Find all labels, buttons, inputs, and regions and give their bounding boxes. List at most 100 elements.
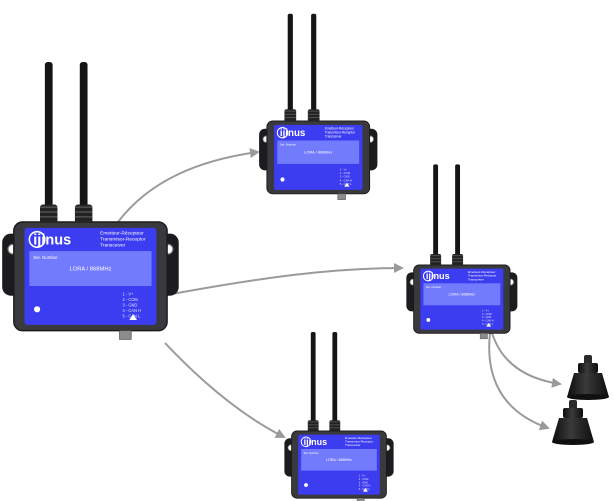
- port-label: 1 - V+: [482, 308, 489, 312]
- link-arrow-sensor-1: [491, 332, 562, 388]
- antenna-thread: [74, 211, 93, 213]
- device-main: ijinus Emetteur-RécepteurTransmisor-Recep…: [2, 61, 179, 340]
- product-line: Transceiver: [100, 242, 126, 248]
- port-label: 1 - V+: [359, 475, 366, 478]
- sensor-cap: [569, 400, 577, 410]
- product-line: Transceiver: [468, 277, 484, 281]
- antenna-thread: [284, 117, 297, 119]
- port-label: 3 - GND: [359, 481, 368, 484]
- antenna-base-icon: [284, 109, 297, 124]
- antenna-base-icon: [74, 204, 93, 226]
- port-label: 2 - COM: [340, 171, 351, 175]
- sensor-face: [567, 394, 609, 400]
- frequency-label: LORA / 868MHz: [69, 267, 111, 273]
- port-label: 5 - CAN L: [482, 322, 494, 326]
- frequency-label: LORA / 868MHz: [326, 458, 352, 462]
- antenna-thread: [284, 113, 297, 115]
- cable-gland-icon: [337, 193, 346, 200]
- product-line: Emetteur-Récepteur: [345, 436, 372, 440]
- antenna-thread: [307, 110, 320, 112]
- antenna-thread: [307, 421, 319, 423]
- port-label: 4 - CAN H: [482, 319, 494, 323]
- brand-logo: ijinus: [280, 128, 306, 139]
- antenna-icon: [433, 164, 439, 256]
- serial-number-label: Ser. Number: [33, 255, 58, 260]
- sensor-neck: [578, 363, 598, 373]
- antenna-icon: [311, 13, 317, 112]
- ultrasonic-sensor-icon: [567, 355, 609, 400]
- antenna-thread: [329, 424, 341, 426]
- port-label: 4 - CAN H: [359, 485, 371, 488]
- antenna-thread: [40, 211, 58, 213]
- port-label: 3 - GND: [482, 315, 492, 319]
- brand-logo: ijinus: [33, 232, 71, 248]
- port-label: 3 - GND: [340, 175, 350, 179]
- antenna-thread: [452, 261, 464, 263]
- product-line: Emetteur-Récepteur: [100, 231, 144, 237]
- product-line: Emetteur-Récepteur: [325, 126, 355, 130]
- antenna-thread: [74, 216, 93, 218]
- device-info-window: [29, 251, 152, 287]
- product-line: Transceiver: [345, 443, 361, 447]
- port-label: 5 - CAN L: [340, 182, 352, 186]
- antenna-icon: [44, 61, 53, 208]
- antenna-icon: [79, 61, 88, 208]
- port-label: 2 - COM: [482, 312, 492, 316]
- port-label: 1 - V+: [340, 167, 348, 171]
- antenna-thread: [430, 255, 442, 257]
- connector-marker-icon: [363, 488, 368, 492]
- antenna-base-icon: [452, 254, 464, 268]
- status-led-icon: [426, 317, 431, 322]
- status-led-icon: [280, 177, 285, 182]
- port-label: 4 - CAN H: [122, 308, 141, 313]
- product-line: Transmisor-Receptor: [100, 236, 146, 242]
- antenna-base-icon: [40, 204, 58, 226]
- product-line: Transmisor-Receptor: [345, 439, 373, 443]
- sensor-neck: [563, 408, 583, 418]
- link-arrow-bottom: [164, 342, 286, 438]
- sensor-cap: [584, 355, 592, 365]
- connector-marker-icon: [129, 314, 138, 320]
- antenna-base-icon: [307, 420, 319, 434]
- brand-logo-ring-icon: [422, 270, 434, 282]
- frequency-label: LORA / 868MHz: [449, 293, 476, 297]
- status-led-icon: [304, 483, 308, 487]
- ultrasonic-sensor-icon: [552, 400, 594, 445]
- antenna-thread: [452, 255, 464, 257]
- antenna-icon: [455, 164, 461, 256]
- device-info-window: [301, 449, 377, 471]
- port-label: 2 - COM: [122, 297, 138, 302]
- antenna-thread: [329, 421, 341, 423]
- sensor-body: [552, 418, 594, 442]
- antenna-thread: [284, 110, 297, 112]
- link-arrows: [117, 148, 562, 438]
- link-arrow-right: [171, 263, 404, 295]
- brand-logo-ring-icon: [300, 436, 312, 448]
- antenna-icon: [287, 13, 293, 112]
- product-line: Emetteur-Récepteur: [468, 270, 495, 274]
- antenna-thread: [307, 117, 320, 119]
- antenna-base-icon: [430, 254, 442, 268]
- brand-logo: ijinus: [426, 271, 450, 281]
- sensor-face: [552, 439, 594, 445]
- status-led-icon: [33, 306, 41, 313]
- cable-gland-icon: [119, 330, 132, 340]
- antenna-thread: [40, 206, 58, 208]
- antenna-thread: [307, 113, 320, 115]
- device-info-window: [277, 140, 360, 164]
- antenna-base-icon: [329, 420, 341, 434]
- device-info-window: [423, 283, 501, 306]
- antenna-thread: [307, 424, 319, 426]
- connector-marker-icon: [344, 182, 350, 187]
- product-line: Transceiver: [325, 134, 343, 138]
- sensor-body: [567, 373, 609, 397]
- antenna-thread: [329, 427, 341, 429]
- brand-logo-ring-icon: [28, 230, 46, 248]
- antenna-base-icon: [307, 109, 320, 124]
- antenna-thread: [452, 258, 464, 260]
- connector-marker-icon: [486, 322, 492, 327]
- product-line: Transmisor-Receptor: [325, 130, 356, 134]
